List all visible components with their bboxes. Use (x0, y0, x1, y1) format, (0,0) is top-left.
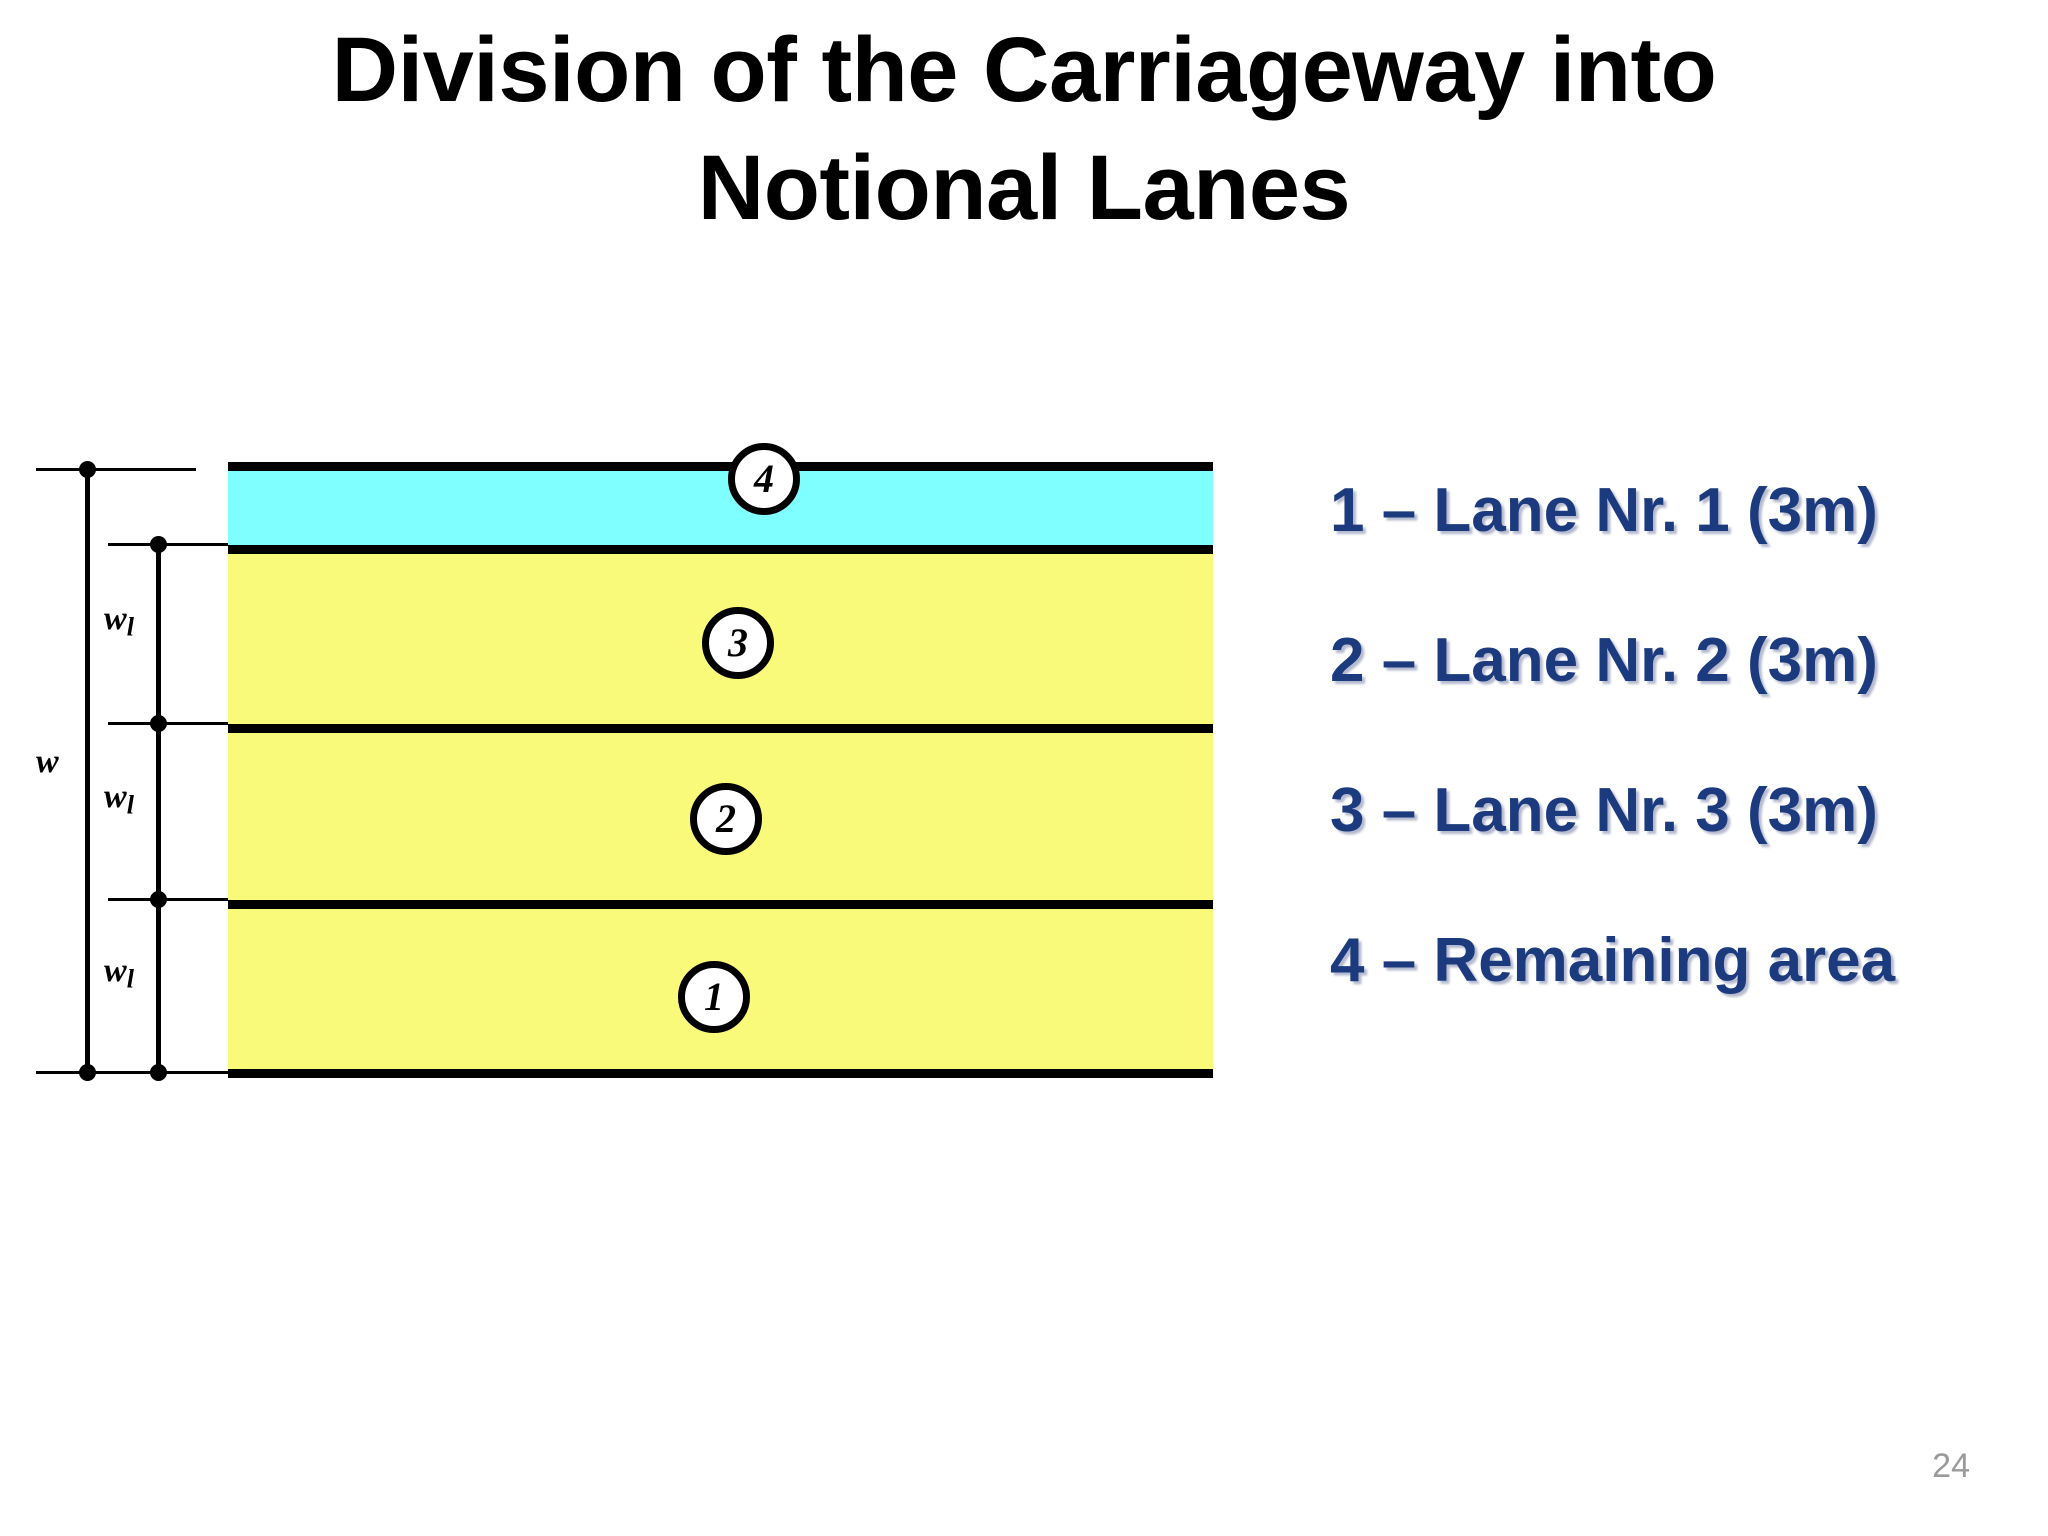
dimension-label-lane-3-width: wl (104, 600, 134, 643)
inner-dimension-dot-1 (150, 536, 167, 553)
legend-item-lane-2: 2 – Lane Nr. 2 (3m) (1330, 626, 1878, 695)
dimension-label-lane-1-width-text: w (104, 952, 127, 989)
inner-dimension-dot-3 (150, 891, 167, 908)
legend-item-lane-1: 1 – Lane Nr. 1 (3m) (1330, 476, 1878, 545)
dimension-label-lane-1-width-sub: l (126, 964, 134, 994)
dimension-label-overall-width: w (36, 743, 59, 781)
lane-row-remaining-area: 4 (228, 443, 1213, 545)
lane-badge-2: 2 (690, 783, 762, 855)
carriageway-diagram: w wl wl wl 4 3 (18, 443, 1228, 1100)
lane-badge-2-text: 2 (716, 796, 736, 841)
inner-dimension-dot-4 (150, 1064, 167, 1081)
lane-stack: 4 3 2 1 (228, 443, 1213, 1080)
inner-dimension-tick-4 (108, 1071, 228, 1074)
outer-dimension-dot-top (79, 461, 96, 478)
lane-badge-1-text: 1 (704, 974, 724, 1019)
inner-dimension-dot-2 (150, 715, 167, 732)
lane-badge-1: 1 (678, 961, 750, 1033)
lane-row-1: 1 (228, 900, 1213, 1078)
dimension-label-overall-width-text: w (36, 743, 59, 780)
legend: 1 – Lane Nr. 1 (3m) 2 – Lane Nr. 2 (3m) … (1330, 480, 2030, 992)
legend-item-lane-3: 3 – Lane Nr. 3 (3m) (1330, 776, 1878, 845)
dimension-label-lane-3-width-text: w (104, 600, 127, 637)
inner-dimension-tick-2 (108, 722, 228, 725)
lane-badge-3-text: 3 (728, 620, 748, 665)
dimension-label-lane-1-width: wl (104, 952, 134, 995)
dimension-label-lane-2-width: wl (104, 778, 134, 821)
dimension-label-lane-3-width-sub: l (126, 612, 134, 642)
legend-item-remaining-area: 4 – Remaining area (1330, 926, 1896, 995)
inner-dimension-line (156, 543, 161, 1076)
lane-badge-4: 4 (728, 443, 800, 515)
lane-row-2: 2 (228, 724, 1213, 900)
dimension-label-lane-2-width-text: w (104, 778, 127, 815)
outer-dimension-dot-bottom (79, 1064, 96, 1081)
outer-dimension-tick-top (36, 468, 196, 471)
dimension-label-lane-2-width-sub: l (126, 790, 134, 820)
lane-row-3: 3 (228, 545, 1213, 724)
page-title: Division of the Carriageway into Notiona… (331, 19, 1717, 239)
lane-badge-4-text: 4 (754, 456, 774, 501)
inner-dimension-tick-3 (108, 898, 228, 901)
outer-dimension-line (85, 462, 90, 1078)
inner-dimension-tick-1 (108, 543, 228, 546)
page-number: 24 (1932, 1447, 1970, 1485)
lane-badge-3: 3 (702, 607, 774, 679)
